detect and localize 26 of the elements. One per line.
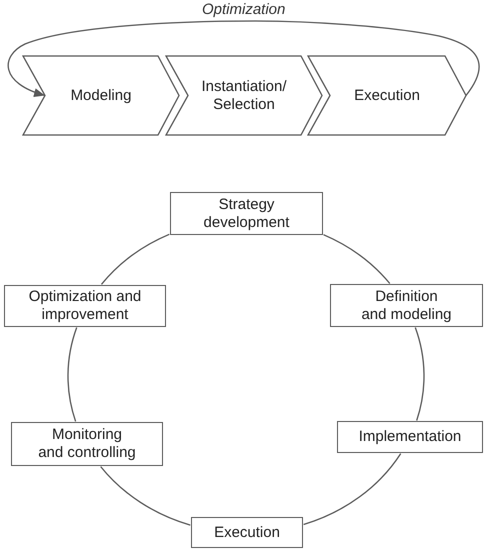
arc-line [323, 234, 390, 284]
process-box [337, 421, 483, 453]
node-label: Monitoring and controlling [38, 426, 136, 462]
process-box [330, 284, 483, 327]
process-box [11, 422, 163, 466]
node-label: Execution [214, 524, 280, 542]
arc-line [100, 466, 191, 526]
chevron-step [307, 55, 467, 136]
process-box [170, 192, 323, 235]
process-box [4, 285, 166, 327]
node-label: Strategy development [204, 196, 290, 232]
node-label: Execution [354, 86, 420, 104]
arc-line [68, 327, 78, 422]
process-box [191, 517, 303, 548]
node-label: Implementation [358, 428, 462, 446]
node-label: Optimization and improvement [28, 288, 142, 324]
curved-arrow [8, 20, 480, 96]
arc-line [101, 234, 170, 285]
chevron-step [165, 55, 323, 136]
edge-label: Optimization [202, 1, 286, 19]
node-label: Modeling [70, 86, 132, 104]
arc-line [414, 327, 424, 421]
node-label: Definition and modeling [361, 288, 452, 324]
chevron-step [22, 55, 180, 136]
arc-line [303, 453, 402, 526]
node-label: Instantiation/ Selection [201, 78, 287, 114]
